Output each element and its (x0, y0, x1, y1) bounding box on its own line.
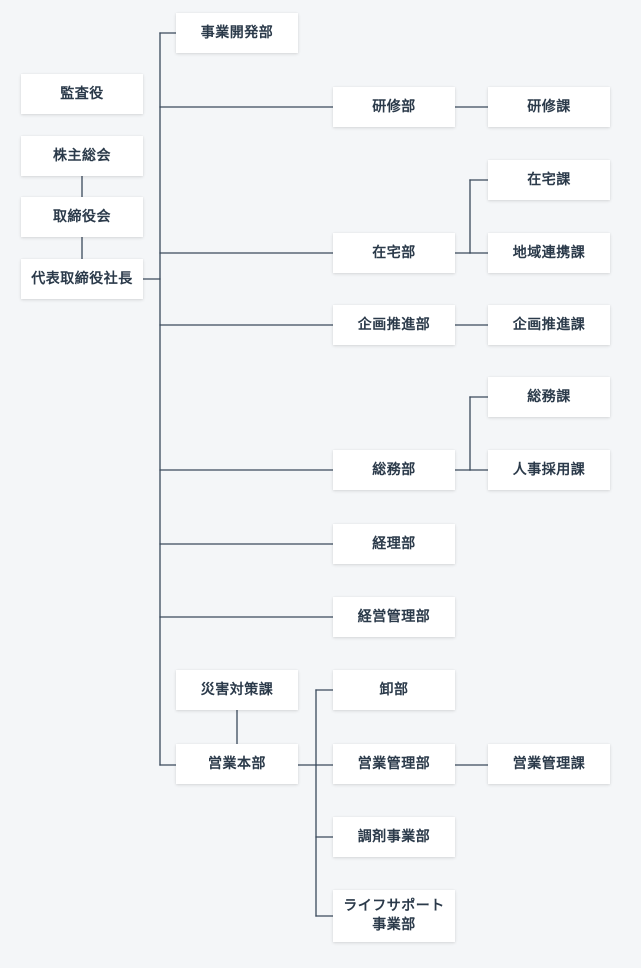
node-kikaku-suishin-bu: 企画推進部 (333, 305, 455, 345)
node-jigyo-kaihatsu-bu: 事業開発部 (176, 13, 298, 53)
node-eigyo-honbu: 営業本部 (176, 744, 298, 784)
node-jinji-saiyo-ka: 人事採用課 (488, 450, 610, 490)
node-eigyo-kanri-bu: 営業管理部 (333, 744, 455, 784)
node-keiri-bu: 経理部 (333, 524, 455, 564)
node-saigai-taisaku-ka: 災害対策課 (176, 670, 298, 710)
node-kikaku-suishin-ka: 企画推進課 (488, 305, 610, 345)
node-kenshu-bu: 研修部 (333, 87, 455, 127)
node-kansayaku: 監査役 (21, 74, 143, 114)
node-somu-bu: 総務部 (333, 450, 455, 490)
node-kabunushi-sokai: 株主総会 (21, 136, 143, 176)
node-eigyo-kanri-ka: 営業管理課 (488, 744, 610, 784)
node-chozai-jigyo-bu: 調剤事業部 (333, 817, 455, 857)
node-somu-ka: 総務課 (488, 377, 610, 417)
node-oroshi-bu: 卸部 (333, 670, 455, 710)
node-keiei-kanri-bu: 経営管理部 (333, 597, 455, 637)
node-torishimariyakukai: 取締役会 (21, 197, 143, 237)
node-chiiki-renkei-ka: 地域連携課 (488, 233, 610, 273)
node-daihyo-torishimariyaku-shacho: 代表取締役社長 (21, 259, 143, 299)
node-life-support-jigyo-bu: ライフサポート 事業部 (333, 890, 455, 942)
node-kenshu-ka: 研修課 (488, 87, 610, 127)
node-zaitaku-ka: 在宅課 (488, 160, 610, 200)
node-zaitaku-bu: 在宅部 (333, 233, 455, 273)
